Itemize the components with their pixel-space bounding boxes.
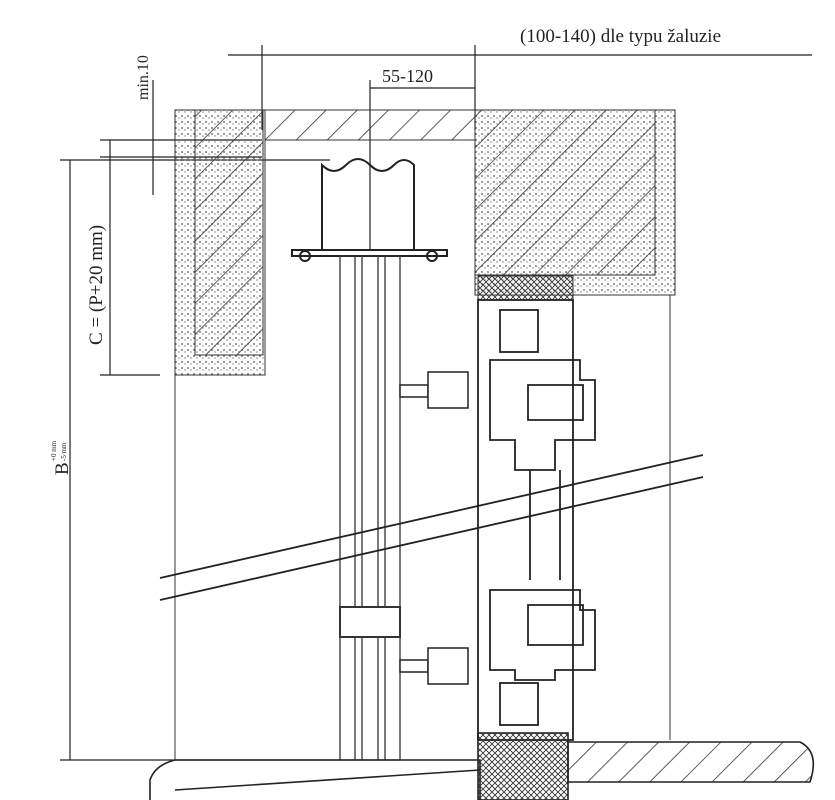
right-wall bbox=[474, 109, 676, 301]
dim-top-width-label: (100-140) dle typu žaluzie bbox=[520, 26, 721, 47]
left-lintel bbox=[174, 109, 266, 376]
dim-min-gap-label: min.10 bbox=[135, 55, 152, 100]
break-lines bbox=[159, 454, 704, 601]
dim-rail-offset-label: 55-120 bbox=[382, 66, 433, 86]
guide-rail bbox=[339, 255, 401, 761]
window-frame bbox=[477, 299, 596, 741]
svg-text:B: B bbox=[52, 462, 73, 475]
top-lintel bbox=[264, 109, 476, 141]
window-sill bbox=[149, 732, 815, 800]
svg-text:+0 mm: +0 mm bbox=[50, 440, 58, 461]
dim-c-label: C = (P+20 mm) bbox=[86, 225, 107, 345]
svg-text:-5 mm: -5 mm bbox=[60, 442, 68, 461]
dim-b-label: B +0 mm -5 mm bbox=[50, 440, 73, 475]
rail-brackets bbox=[399, 371, 469, 685]
